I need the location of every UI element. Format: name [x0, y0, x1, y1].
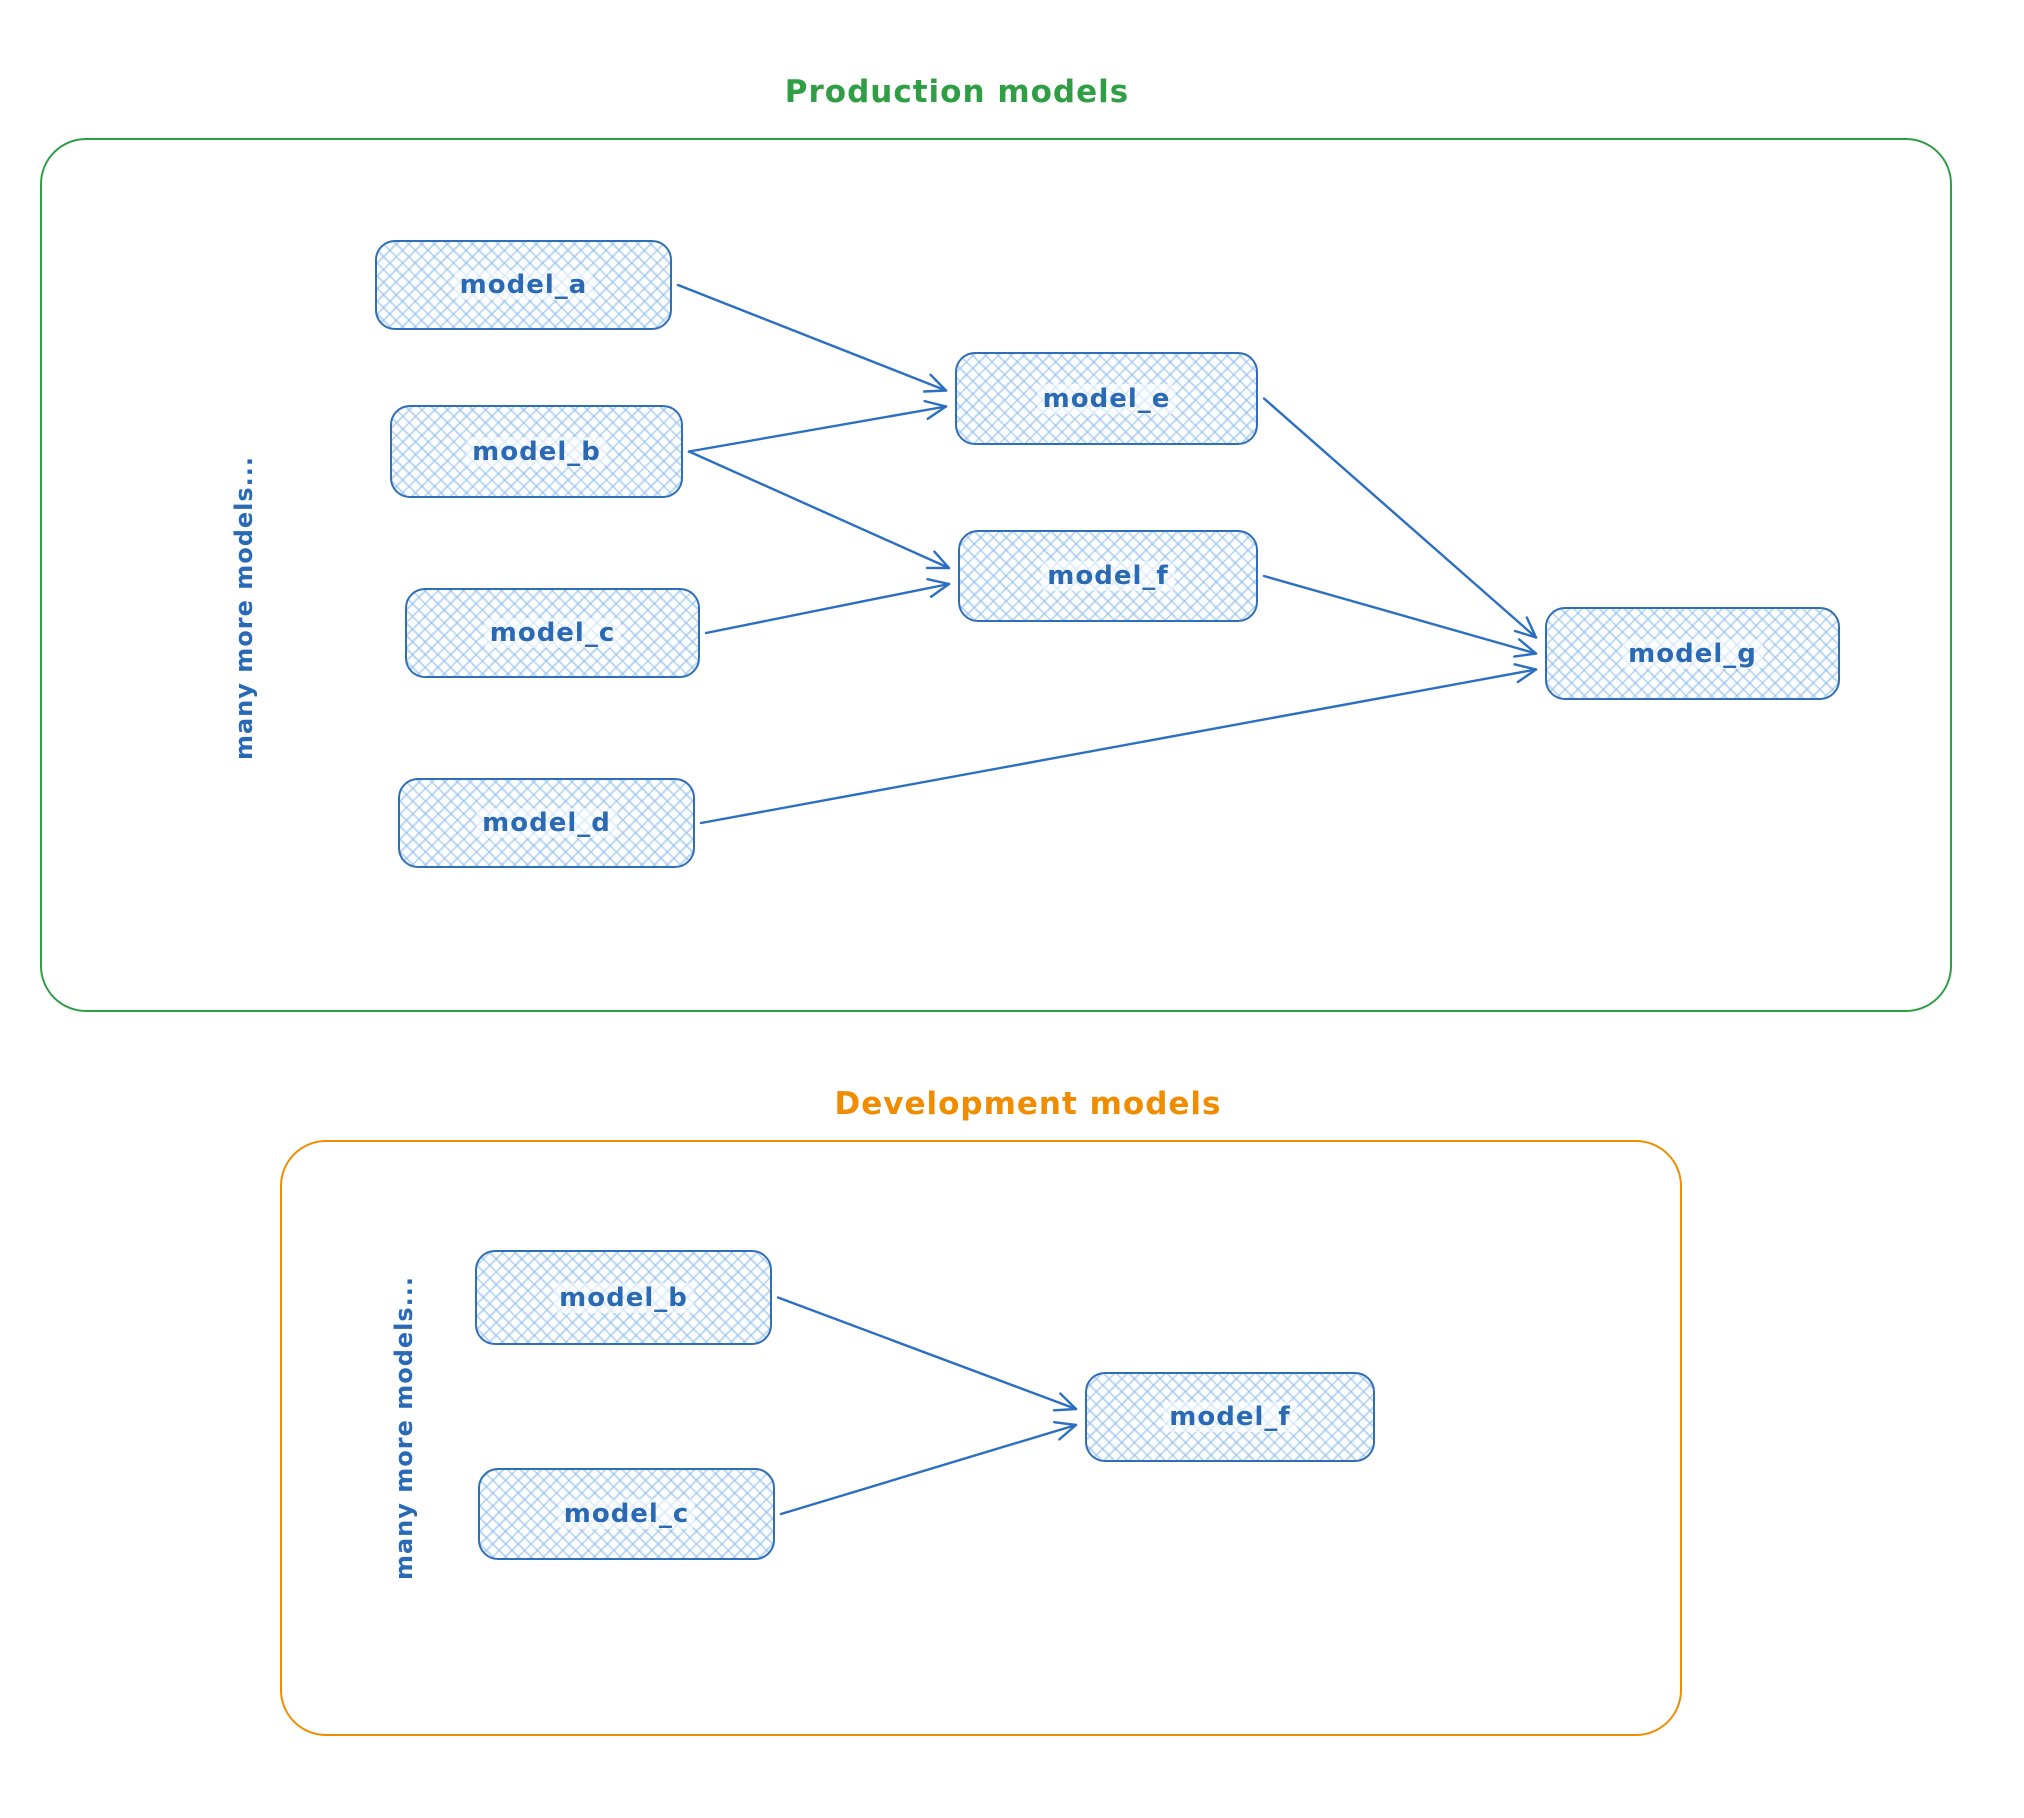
node-production-model_f: model_f	[958, 530, 1258, 622]
node-development-model_b: model_b	[475, 1250, 772, 1345]
production-section-title: Production models	[784, 74, 1130, 110]
development-side-label: many more models...	[390, 1275, 418, 1581]
development-section-title: Development models	[834, 1086, 1222, 1122]
development-container	[280, 1140, 1682, 1736]
node-label-production-model_b: model_b	[466, 436, 607, 467]
node-label-development-model_f: model_f	[1163, 1402, 1297, 1432]
node-production-model_c: model_c	[405, 588, 700, 678]
node-label-development-model_c: model_c	[557, 1499, 696, 1529]
node-label-production-model_e: model_e	[1036, 383, 1177, 414]
node-label-production-model_c: model_c	[483, 618, 622, 648]
node-production-model_g: model_g	[1545, 607, 1840, 700]
node-production-model_e: model_e	[955, 352, 1258, 445]
production-side-label: many more models...	[230, 455, 258, 761]
node-development-model_f: model_f	[1085, 1372, 1375, 1462]
node-production-model_b: model_b	[390, 405, 683, 498]
node-label-production-model_a: model_a	[453, 270, 594, 300]
production-container	[40, 138, 1952, 1012]
node-production-model_d: model_d	[398, 778, 695, 868]
node-development-model_c: model_c	[478, 1468, 775, 1560]
node-label-production-model_d: model_d	[476, 808, 617, 838]
node-production-model_a: model_a	[375, 240, 672, 330]
node-label-development-model_b: model_b	[553, 1282, 694, 1313]
node-label-production-model_g: model_g	[1622, 638, 1763, 669]
node-label-production-model_f: model_f	[1041, 561, 1175, 591]
